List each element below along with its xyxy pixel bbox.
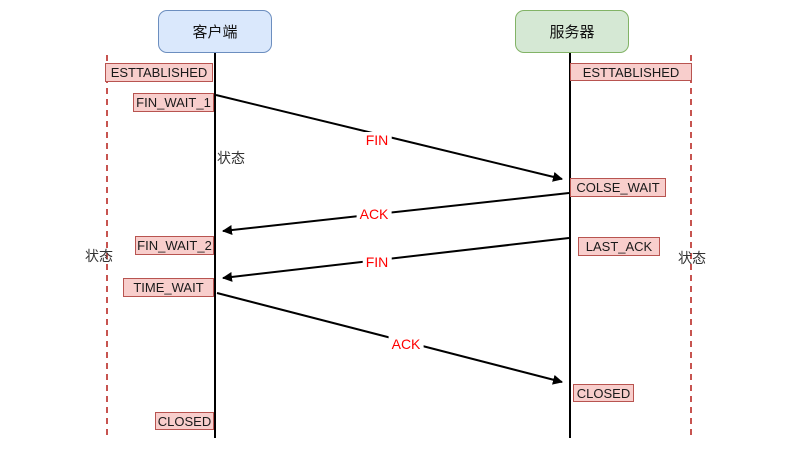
client-actor-label: 客户端: [192, 24, 238, 41]
client-state-time-wait: TIME_WAIT: [123, 278, 214, 297]
server-state-established: ESTTABLISHED: [570, 63, 692, 81]
client-actor-box: 客户端: [158, 10, 272, 53]
server-actor-box: 服务器: [515, 10, 629, 53]
server-state-closed: CLOSED: [573, 384, 634, 402]
client-state-fin-wait-2: FIN_WAIT_2: [135, 236, 214, 255]
message-label-fin-1: FIN: [362, 132, 392, 148]
message-label-ack-1: ACK: [356, 206, 392, 222]
message-label-fin-2: FIN: [362, 254, 392, 270]
server-state-last-ack: LAST_ACK: [578, 237, 660, 256]
client-state-closed: CLOSED: [155, 412, 214, 430]
server-actor-label: 服务器: [549, 24, 595, 41]
message-arrow-fin-2: [222, 237, 570, 282]
status-note-client: 状态: [217, 150, 245, 166]
status-note-left: 状态: [85, 248, 113, 264]
message-arrow-ack-1: [222, 192, 570, 235]
client-state-established: ESTTABLISHED: [105, 63, 213, 82]
message-label-ack-2: ACK: [388, 336, 424, 352]
server-state-close-wait: COLSE_WAIT: [570, 178, 666, 197]
status-note-right: 状态: [678, 250, 706, 266]
client-state-fin-wait-1: FIN_WAIT_1: [133, 93, 214, 112]
